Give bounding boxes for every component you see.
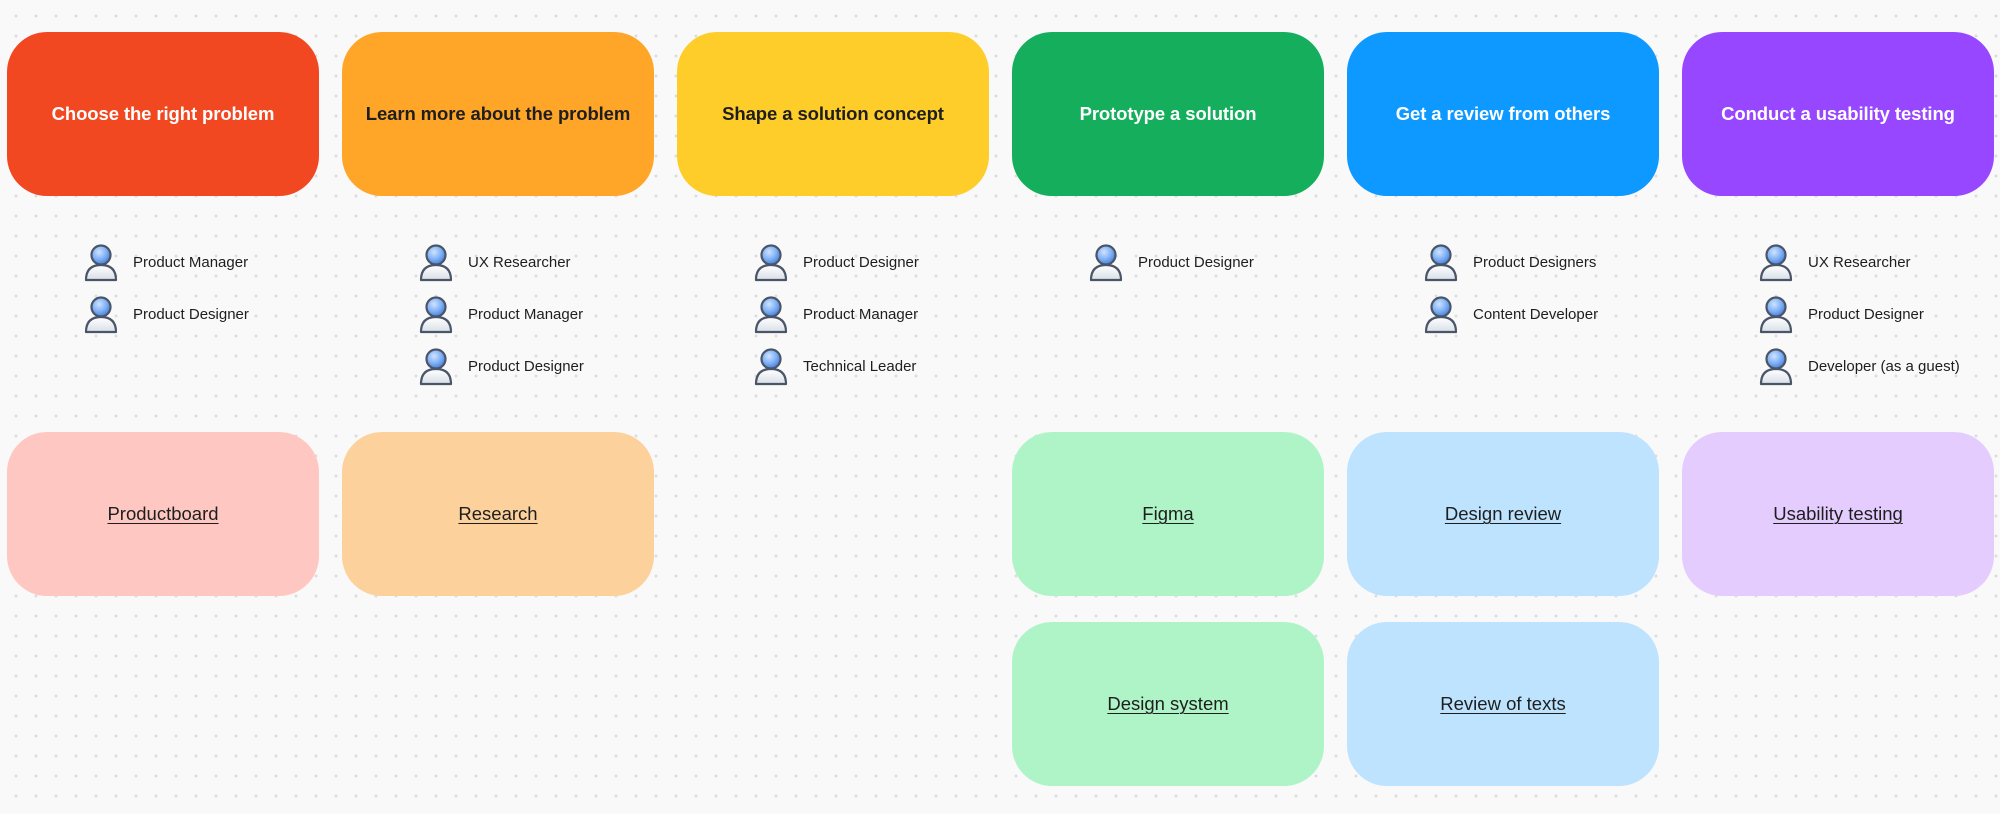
role-item: Product Manager xyxy=(83,236,323,288)
role-item: Content Developer xyxy=(1423,288,1663,340)
role-item: Product Designer xyxy=(753,236,993,288)
role-name: Developer (as a guest) xyxy=(1808,357,1960,375)
stage-title: Learn more about the problem xyxy=(365,103,631,124)
role-name: Technical Leader xyxy=(803,357,917,375)
role-item: Product Designer xyxy=(83,288,323,340)
person-icon xyxy=(418,294,454,334)
role-item: Product Designers xyxy=(1423,236,1663,288)
person-icon xyxy=(753,346,789,386)
role-item: Technical Leader xyxy=(753,340,993,392)
role-name: Product Designer xyxy=(803,253,919,271)
person-icon xyxy=(1423,294,1459,334)
stage-card-get-a-review-from-others[interactable]: Get a review from others xyxy=(1347,32,1659,196)
role-item: Product Manager xyxy=(753,288,993,340)
role-item: UX Researcher xyxy=(1758,236,1998,288)
link-card-design-review[interactable]: Design review xyxy=(1347,432,1659,596)
role-item: Product Designer xyxy=(1088,236,1328,288)
role-name: Product Designer xyxy=(133,305,249,323)
link-productboard[interactable]: Productboard xyxy=(107,503,219,524)
role-item: Product Manager xyxy=(418,288,658,340)
person-icon xyxy=(1088,242,1124,282)
stage-card-conduct-a-usability-testing[interactable]: Conduct a usability testing xyxy=(1682,32,1994,196)
link-design-system[interactable]: Design system xyxy=(1107,693,1229,714)
role-name: Product Designers xyxy=(1473,253,1597,271)
person-icon xyxy=(1758,242,1794,282)
person-icon xyxy=(753,242,789,282)
role-name: Product Designer xyxy=(1138,253,1254,271)
link-card-review-of-texts[interactable]: Review of texts xyxy=(1347,622,1659,786)
stage-card-learn-more-about-the-problem[interactable]: Learn more about the problem xyxy=(342,32,654,196)
person-icon xyxy=(1758,346,1794,386)
role-name: UX Researcher xyxy=(1808,253,1911,271)
role-name: Product Manager xyxy=(468,305,584,323)
person-icon xyxy=(83,242,119,282)
stage-column-2: Learn more about the problem UX Researche… xyxy=(342,0,654,814)
role-name: Product Designer xyxy=(1808,305,1924,323)
role-item: Product Designer xyxy=(418,340,658,392)
link-card-figma[interactable]: Figma xyxy=(1012,432,1324,596)
person-icon xyxy=(1758,294,1794,334)
stage-card-choose-the-right-problem[interactable]: Choose the right problem xyxy=(7,32,319,196)
stage-card-prototype-a-solution[interactable]: Prototype a solution xyxy=(1012,32,1324,196)
role-list: Product Designer xyxy=(1088,236,1328,288)
stage-title: Choose the right problem xyxy=(51,103,275,124)
link-usability-testing[interactable]: Usability testing xyxy=(1773,503,1903,524)
person-icon xyxy=(1423,242,1459,282)
link-card-design-system[interactable]: Design system xyxy=(1012,622,1324,786)
stage-card-shape-a-solution-concept[interactable]: Shape a solution concept xyxy=(677,32,989,196)
person-icon xyxy=(418,346,454,386)
link-review-of-texts[interactable]: Review of texts xyxy=(1440,693,1566,714)
person-icon xyxy=(83,294,119,334)
link-card-usability-testing[interactable]: Usability testing xyxy=(1682,432,1994,596)
link-figma[interactable]: Figma xyxy=(1142,503,1194,524)
link-card-productboard[interactable]: Productboard xyxy=(7,432,319,596)
role-item: Product Designer xyxy=(1758,288,1998,340)
stage-title: Shape a solution concept xyxy=(722,103,944,124)
stage-title: Get a review from others xyxy=(1395,103,1611,124)
link-card-research[interactable]: Research xyxy=(342,432,654,596)
person-icon xyxy=(753,294,789,334)
role-name: UX Researcher xyxy=(468,253,571,271)
stage-column-6: Conduct a usability testing UX Researcher… xyxy=(1682,0,1994,814)
role-item: Developer (as a guest) xyxy=(1758,340,1998,392)
role-name: Product Manager xyxy=(803,305,919,323)
link-research[interactable]: Research xyxy=(458,503,538,524)
role-item: UX Researcher xyxy=(418,236,658,288)
role-name: Content Developer xyxy=(1473,305,1599,323)
stage-title: Conduct a usability testing xyxy=(1721,103,1955,124)
link-design-review[interactable]: Design review xyxy=(1444,503,1562,524)
person-icon xyxy=(418,242,454,282)
role-name: Product Designer xyxy=(468,357,584,375)
role-name: Product Manager xyxy=(133,253,249,271)
stage-title: Prototype a solution xyxy=(1079,103,1257,124)
